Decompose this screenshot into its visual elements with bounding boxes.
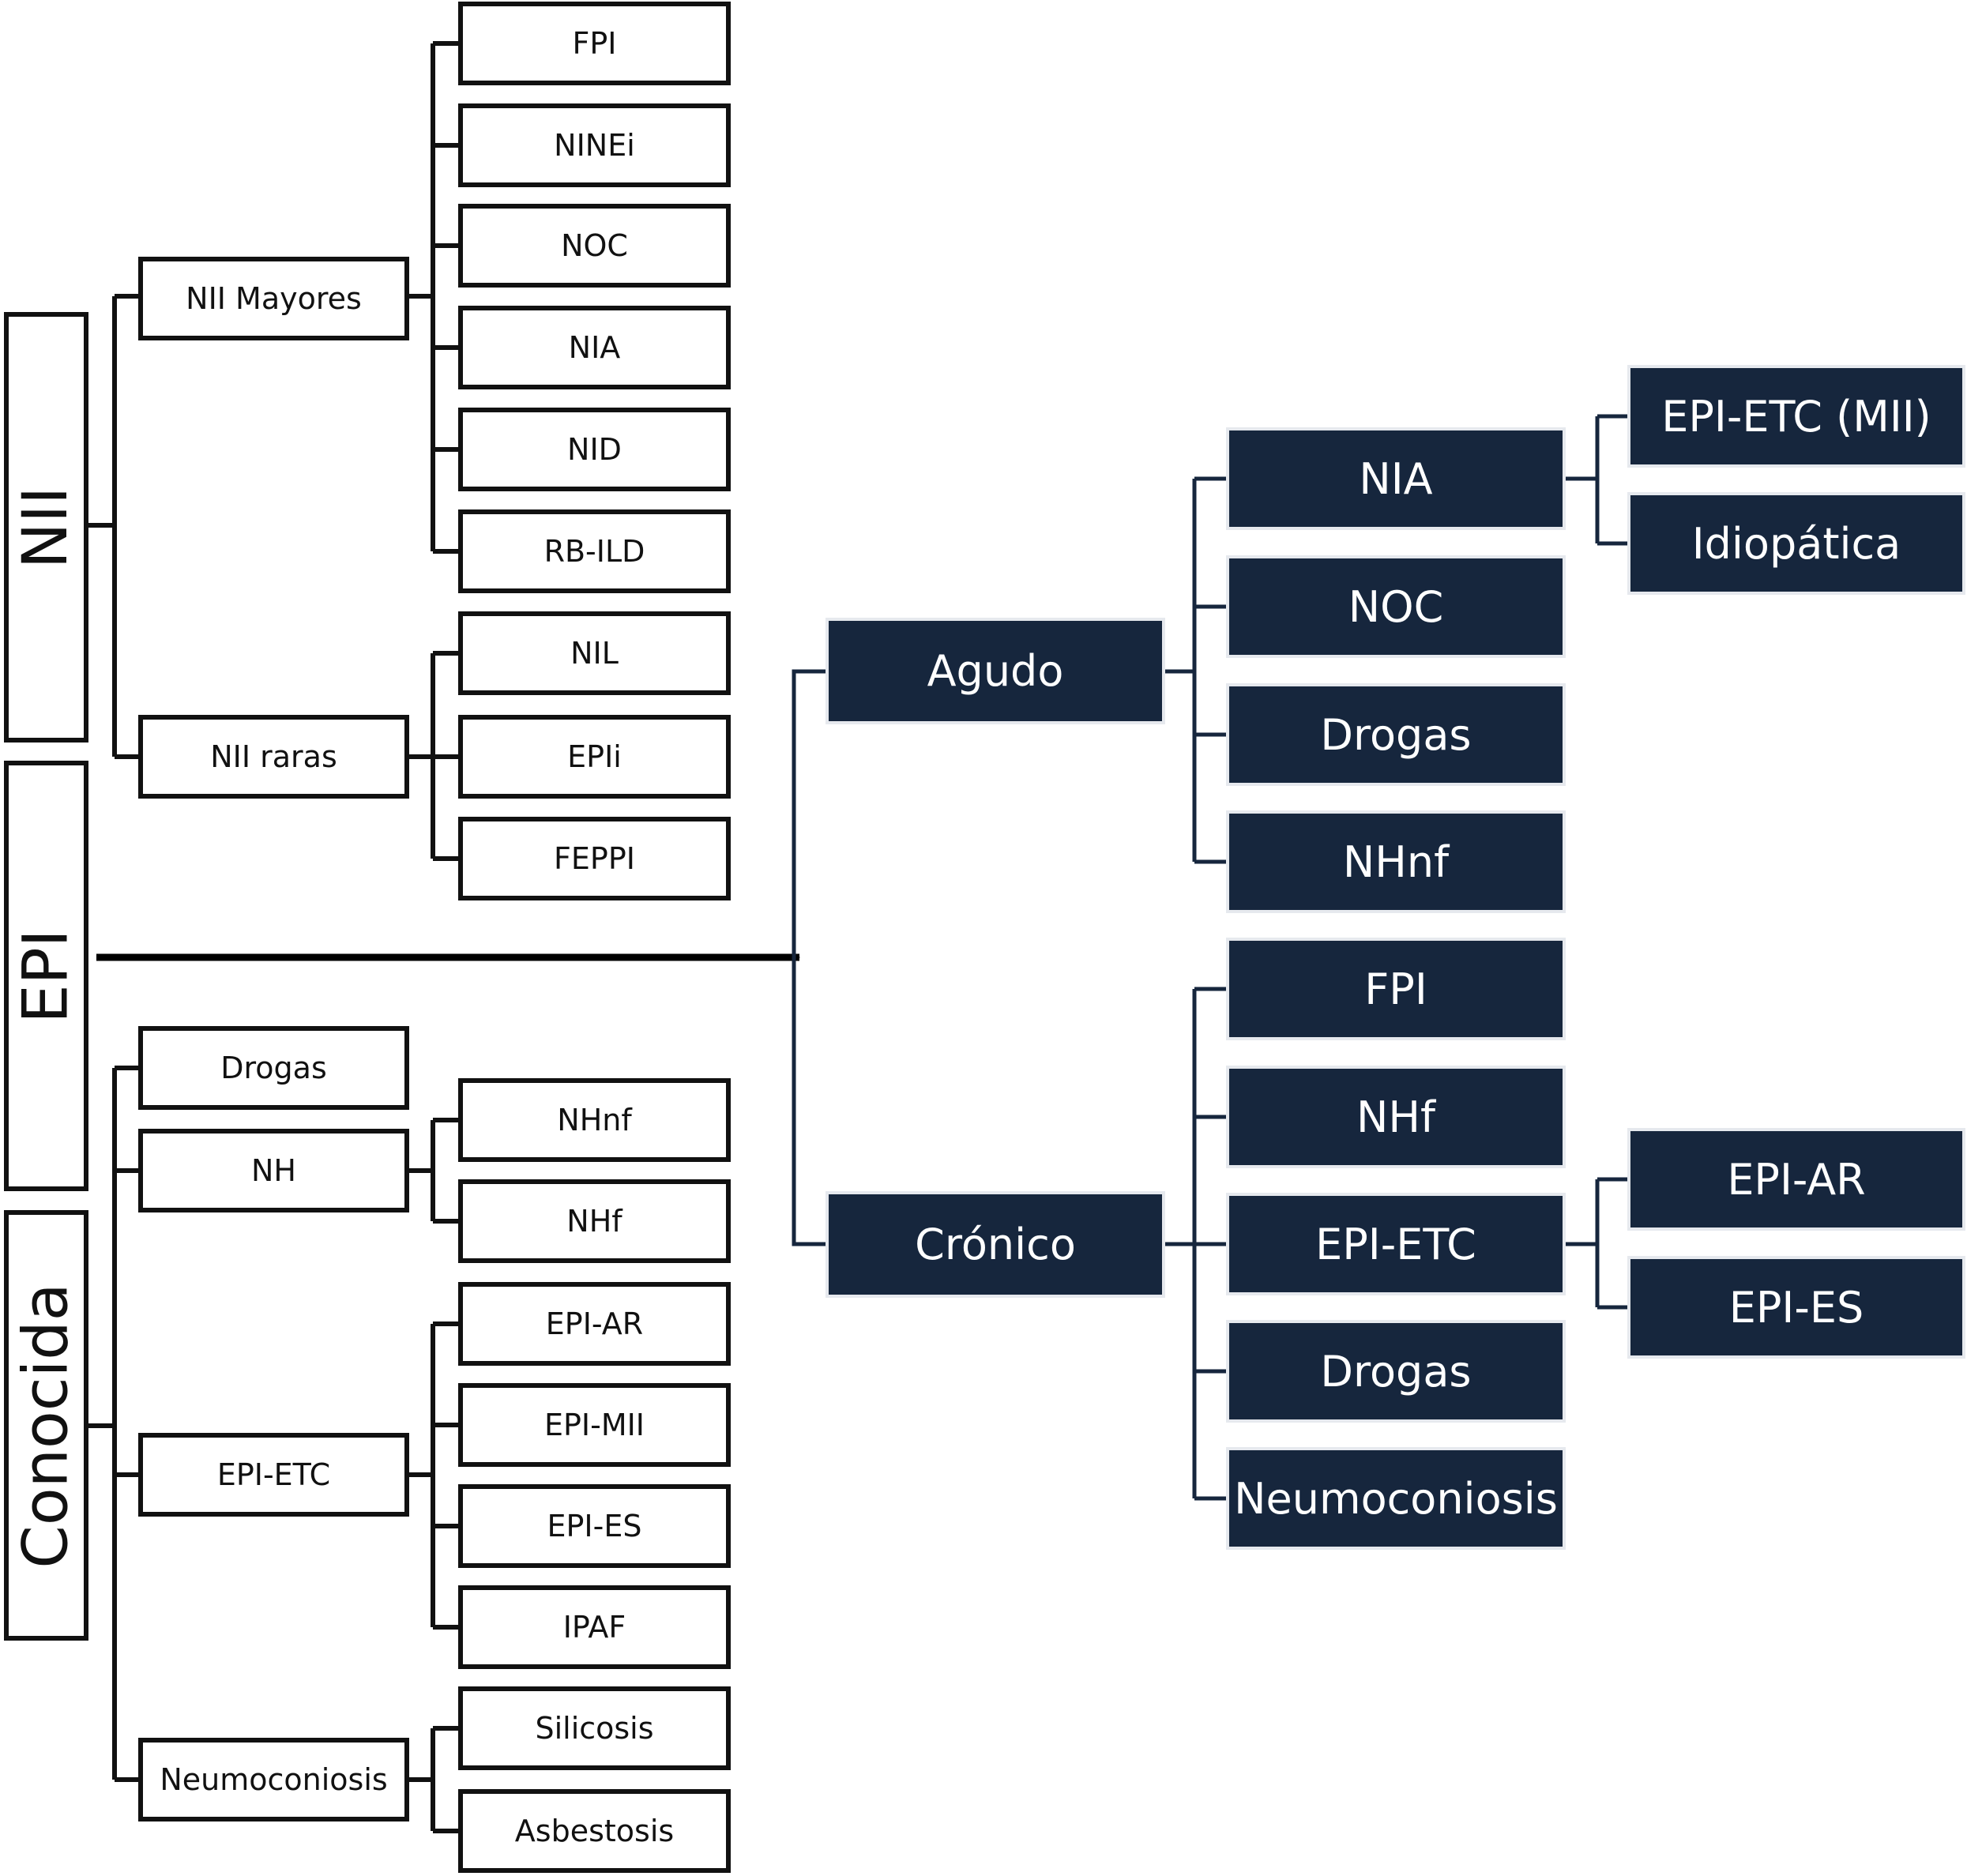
nii-mayores-item: NID [458, 408, 731, 491]
epi-etc-item: IPAF [458, 1585, 731, 1669]
nii-mayores-box: NII Mayores [138, 257, 409, 340]
agudo-item: NOC [1226, 555, 1566, 658]
epi-etc-box: EPI-ETC [138, 1433, 409, 1517]
nii-mayores-item: RB-ILD [458, 509, 731, 593]
cronico-item: NHf [1226, 1066, 1566, 1168]
nii-side-label: NII [4, 312, 88, 743]
nii-label: NII [10, 486, 82, 569]
neumoconiosis-box: Neumoconiosis [138, 1738, 409, 1821]
agudo-item: NIA [1226, 427, 1566, 530]
drogas-box: Drogas [138, 1026, 409, 1110]
nii-raras-item: EPIi [458, 715, 731, 799]
nia-subtype: Idiopática [1627, 492, 1965, 595]
agudo-box: Agudo [826, 618, 1165, 724]
nii-mayores-item: NIA [458, 306, 731, 389]
epi-etc-subtype: EPI-AR [1627, 1128, 1965, 1231]
cronico-item: Drogas [1226, 1320, 1566, 1423]
conocida-label: Conocida [10, 1282, 82, 1569]
neumoconiosis-item: Silicosis [458, 1686, 731, 1770]
epi-label: EPI [10, 928, 82, 1024]
neumoconiosis-item: Asbestosis [458, 1789, 731, 1873]
nh-item: NHf [458, 1179, 731, 1263]
cronico-item: FPI [1226, 938, 1566, 1040]
nii-raras-item: NIL [458, 611, 731, 695]
nh-item: NHnf [458, 1078, 731, 1162]
conocida-side-label: Conocida [4, 1210, 88, 1641]
nia-subtype: EPI-ETC (MII) [1627, 365, 1965, 468]
epi-etc-item: EPI-AR [458, 1282, 731, 1366]
nii-mayores-item: NINEi [458, 103, 731, 187]
nii-raras-box: NII raras [138, 715, 409, 799]
nii-mayores-item: NOC [458, 204, 731, 288]
nh-box: NH [138, 1129, 409, 1212]
cronico-box: Crónico [826, 1191, 1165, 1298]
nii-raras-item: FEPPI [458, 817, 731, 900]
agudo-item: Drogas [1226, 683, 1566, 786]
epi-etc-item: EPI-ES [458, 1484, 731, 1568]
agudo-item: NHnf [1226, 810, 1566, 913]
epi-etc-subtype: EPI-ES [1627, 1256, 1965, 1359]
nii-mayores-item: FPI [458, 2, 731, 85]
cronico-item: Neumoconiosis [1226, 1447, 1566, 1550]
epi-etc-item: EPI-MII [458, 1383, 731, 1467]
epi-side-label: EPI [4, 761, 88, 1191]
cronico-item: EPI-ETC [1226, 1193, 1566, 1295]
